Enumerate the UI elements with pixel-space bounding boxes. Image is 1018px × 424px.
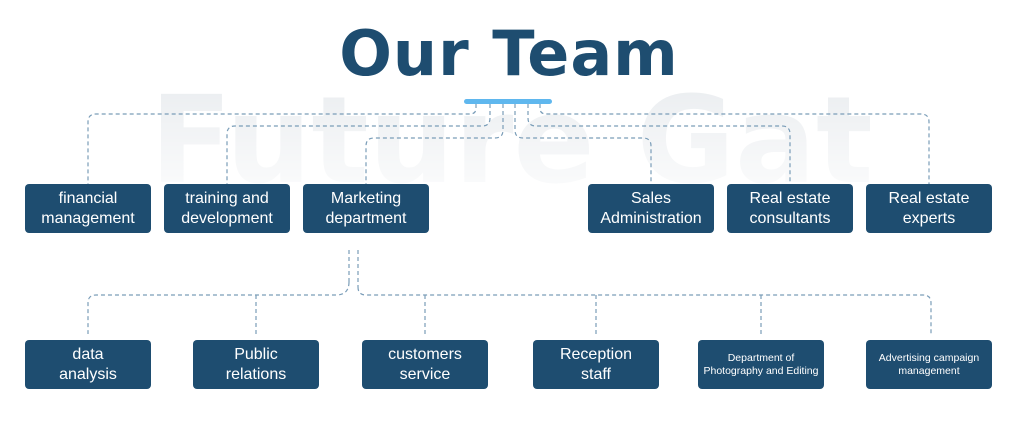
dept-financial-management: financial management bbox=[25, 184, 151, 233]
connector-financial bbox=[87, 104, 477, 184]
unit-label: Reception staff bbox=[559, 345, 633, 383]
dept-label: training and development bbox=[181, 189, 273, 227]
unit-label: data analysis bbox=[59, 345, 117, 383]
page-title: Our Team bbox=[339, 17, 679, 90]
unit-data-analysis: data analysis bbox=[25, 340, 151, 389]
unit-label: Public relations bbox=[225, 345, 287, 383]
unit-label: Department of Photography and Editing bbox=[703, 351, 819, 377]
connector-experts bbox=[539, 104, 930, 184]
unit-customers-service: customers service bbox=[362, 340, 488, 389]
dept-label: Real estate consultants bbox=[749, 189, 831, 227]
unit-photography-editing: Department of Photography and Editing bbox=[698, 340, 824, 389]
unit-advertising-campaign: Advertising campaign management bbox=[866, 340, 992, 389]
dept-label: financial management bbox=[41, 189, 135, 227]
unit-public-relations: Public relations bbox=[193, 340, 319, 389]
dept-training-development: training and development bbox=[164, 184, 290, 233]
dept-real-estate-consultants: Real estate consultants bbox=[727, 184, 853, 233]
dept-marketing: Marketing department bbox=[303, 184, 429, 233]
connector-consultants bbox=[527, 104, 791, 184]
connector-sales bbox=[514, 104, 652, 184]
unit-label: customers service bbox=[388, 345, 462, 383]
connector-sub-right bbox=[357, 286, 932, 334]
unit-label: Advertising campaign management bbox=[878, 351, 980, 377]
dept-real-estate-experts: Real estate experts bbox=[866, 184, 992, 233]
connector-training bbox=[226, 104, 491, 184]
dept-label: Real estate experts bbox=[888, 189, 970, 227]
dept-sales-administration: Sales Administration bbox=[588, 184, 714, 233]
connector-marketing bbox=[365, 104, 504, 184]
dept-label: Marketing department bbox=[325, 189, 407, 227]
title-accent-bar bbox=[464, 99, 552, 104]
connector-sub-left bbox=[87, 281, 350, 334]
dept-label: Sales Administration bbox=[600, 189, 702, 227]
unit-reception-staff: Reception staff bbox=[533, 340, 659, 389]
